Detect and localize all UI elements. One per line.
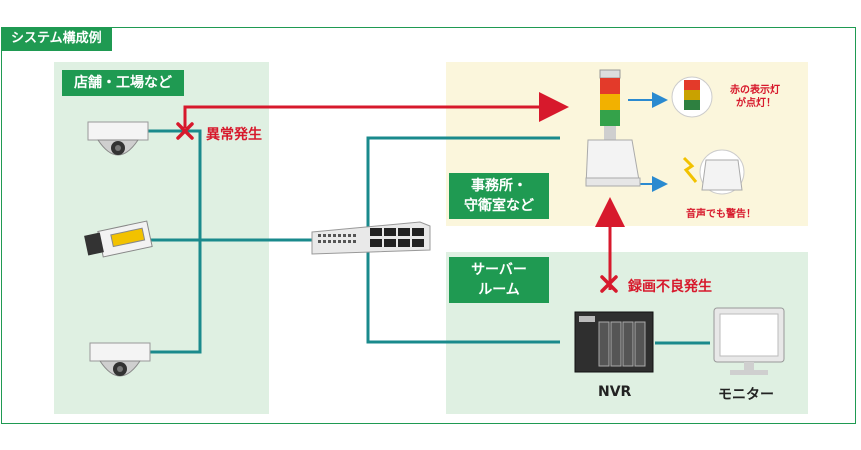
network-lines bbox=[148, 129, 710, 354]
speaker-icon bbox=[682, 149, 745, 195]
dome-camera-icon-2 bbox=[89, 342, 151, 377]
camera-error-label: 異常発生 bbox=[206, 127, 262, 143]
red-light-label-line1: 赤の表示灯 bbox=[730, 85, 780, 96]
server-tag-line2: ルーム bbox=[478, 282, 520, 298]
server-tag: サーバー ルーム bbox=[449, 257, 549, 303]
nvr-label: NVR bbox=[598, 384, 632, 400]
monitor-icon bbox=[713, 307, 785, 375]
error-x-icon-camera bbox=[176, 122, 194, 140]
diagram-frame bbox=[1, 27, 856, 424]
dome-camera-icon bbox=[87, 121, 149, 156]
red-light-tower-icon bbox=[671, 76, 713, 118]
office-tag: 事務所・ 守衛室など bbox=[449, 173, 549, 219]
monitor-label: モニター bbox=[718, 387, 774, 403]
alert-arrow-to-office bbox=[183, 92, 569, 128]
recording-error-label: 録画不良発生 bbox=[628, 279, 712, 295]
sound-warning-label: 音声でも警告！ bbox=[686, 209, 756, 220]
office-tag-line2: 守衛室など bbox=[464, 198, 534, 214]
red-light-label-line2: が点灯！ bbox=[736, 98, 776, 109]
red-light-label: 赤の表示灯 が点灯！ bbox=[730, 84, 780, 110]
box-camera-icon bbox=[84, 220, 153, 258]
error-x-icon-nvr bbox=[600, 275, 618, 293]
frame-title: システム構成例 bbox=[1, 27, 112, 51]
switch-to-nvr-line bbox=[366, 247, 560, 344]
signal-tower-icon bbox=[585, 69, 641, 187]
switch-to-office-line bbox=[366, 136, 560, 236]
nvr-device-icon bbox=[574, 311, 654, 373]
network-switch-icon bbox=[311, 221, 431, 255]
office-tag-line1: 事務所・ bbox=[471, 178, 527, 194]
store-tag: 店舗・工場など bbox=[62, 70, 184, 96]
server-tag-line1: サーバー bbox=[471, 262, 527, 278]
